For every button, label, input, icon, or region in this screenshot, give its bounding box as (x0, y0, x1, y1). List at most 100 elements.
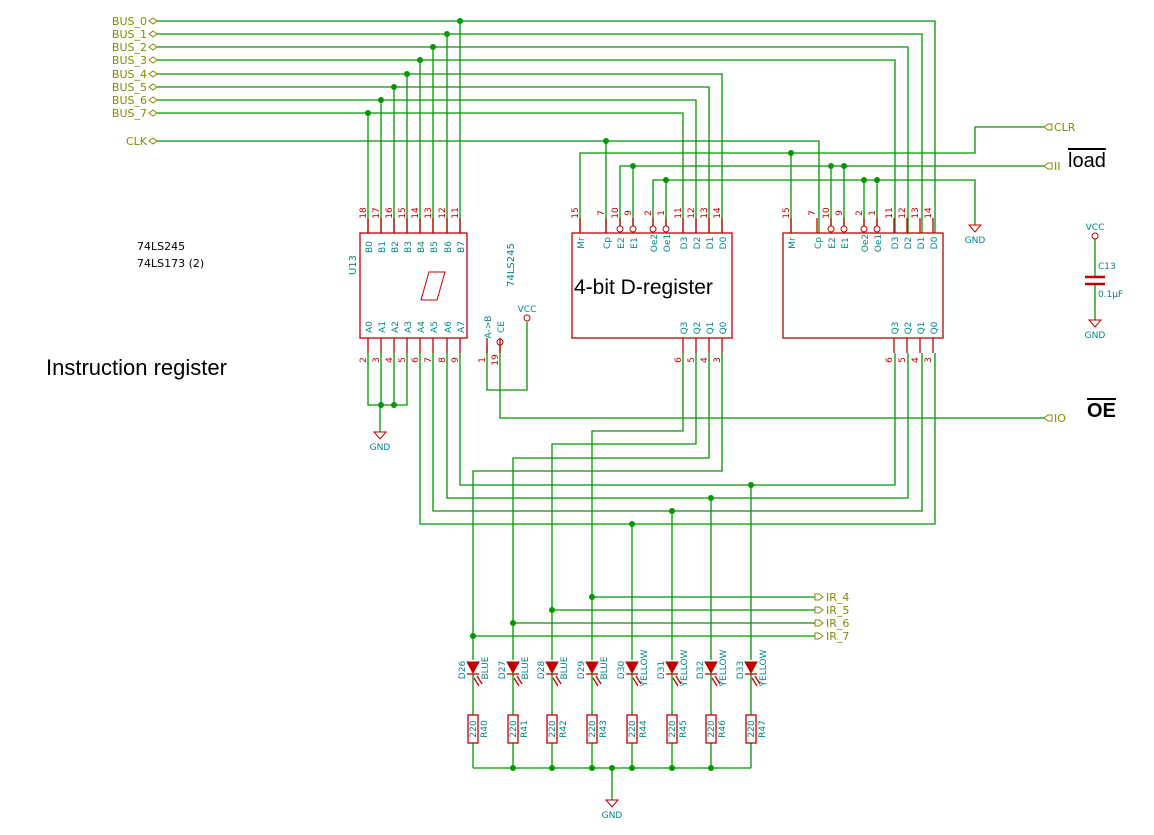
bus-wire (157, 59, 896, 233)
led-arrow (592, 677, 599, 687)
junction-dot (404, 71, 410, 77)
pin-number: 5 (898, 357, 908, 363)
ir-label: IR_6 (826, 617, 849, 630)
pin-name: Q3 (891, 322, 901, 335)
junction-dot (457, 18, 463, 24)
resistor-icon (507, 714, 519, 744)
led-icon (466, 661, 480, 675)
led-ref: D30 (617, 661, 627, 680)
pin-name: Mr (577, 237, 587, 249)
pin-number: 14 (411, 207, 421, 219)
pin-number: 14 (713, 207, 723, 219)
led-icon (585, 661, 599, 675)
pin-name: B3 (404, 241, 414, 253)
resistor-icon (546, 714, 558, 744)
pin-name: Q1 (917, 322, 927, 335)
pin-name: D0 (719, 236, 729, 249)
pin-name: A4 (417, 321, 427, 333)
pin-name: Q1 (706, 322, 716, 335)
bus-port-icon (148, 109, 158, 117)
pin-number: 5 (398, 357, 408, 363)
pin-name: Cp (814, 237, 824, 249)
pin-name: B5 (430, 241, 440, 253)
ii-label: II (1054, 160, 1061, 173)
led-ref: D28 (537, 661, 547, 680)
oe-gnd-wire (652, 179, 976, 233)
pin-number: 11 (451, 207, 461, 218)
clk-port-icon (148, 137, 158, 145)
resistor-icon (626, 714, 638, 744)
resistor-icon (467, 714, 479, 744)
bus-port-icon (148, 96, 158, 104)
pin-number: 7 (424, 357, 434, 363)
led-ref: D26 (458, 661, 468, 680)
pin-number: 1 (478, 357, 488, 363)
resistor-value: 220 (747, 720, 757, 737)
gnd-label: GND (1085, 331, 1106, 341)
bus-port-icon (148, 43, 158, 51)
ir-port-icon (814, 619, 824, 627)
resistor-value: 220 (628, 720, 638, 737)
bus-wire (157, 112, 684, 233)
junction-dot (549, 765, 555, 771)
pin-number: 3 (713, 357, 723, 363)
pin-number: 17 (372, 207, 382, 218)
led-arrow (714, 675, 721, 685)
led-arrow (555, 675, 562, 685)
bus-label: BUS_4 (112, 68, 147, 81)
pin-name: A1 (378, 321, 388, 333)
pin-number: 12 (438, 207, 448, 218)
junction-dot (874, 177, 880, 183)
pin-number: 10 (611, 207, 621, 219)
junction-dot (669, 765, 675, 771)
pin-number: 2 (359, 357, 369, 363)
wires (157, 20, 1096, 800)
led-ref: D27 (498, 661, 508, 679)
pin-number: 11 (674, 207, 684, 218)
pin-number: 2 (644, 210, 654, 216)
pin-name: A0 (365, 321, 375, 333)
gnd-label: GND (602, 811, 623, 821)
a-gnd-wire (367, 353, 408, 406)
pin-name: A6 (444, 321, 454, 333)
pin-number: 11 (885, 207, 895, 218)
led-icon (625, 661, 639, 675)
bus-port-icon (148, 83, 158, 91)
junction-dot (417, 57, 423, 63)
led-arrow (595, 675, 602, 685)
bus-label: BUS_5 (112, 81, 147, 94)
pin-name: Q2 (693, 322, 703, 335)
pin-name: A->B (484, 316, 494, 339)
q-led-wire (551, 353, 697, 660)
led-icon (506, 661, 520, 675)
pin-number: 8 (438, 357, 448, 363)
q-wire (459, 353, 896, 486)
pin-number: 9 (835, 210, 845, 216)
part-list-line-1: 74LS245 (137, 240, 186, 253)
led-icon (665, 661, 679, 675)
junction-dot (629, 521, 635, 527)
inv-bubble-icon (873, 225, 881, 233)
junction-dot (391, 84, 397, 90)
pin-name: Q3 (680, 322, 690, 335)
inv-bubble-icon (662, 225, 670, 233)
bus-label: BUS_0 (112, 15, 147, 28)
q-led-wire (512, 353, 710, 660)
pin-number: 15 (398, 207, 408, 218)
junction-dot (708, 495, 714, 501)
clk-label: CLK (126, 135, 148, 148)
vcc-icon (1091, 232, 1099, 240)
net-labels: BUS_0BUS_1BUS_2BUS_3BUS_4BUS_5BUS_6BUS_7… (112, 15, 1123, 821)
junction-dot (630, 163, 636, 169)
junction-dot (663, 177, 669, 183)
led-icon (704, 661, 718, 675)
q-wire (419, 353, 936, 525)
pin-name: Cp (603, 237, 613, 249)
junction-dot (589, 594, 595, 600)
bus-wire (157, 86, 710, 233)
junction-dot (430, 44, 436, 50)
pin-number: 9 (451, 357, 461, 363)
led-color: YELLOW (680, 649, 690, 687)
junction-dot (788, 150, 794, 156)
led-color: BLUE (481, 656, 491, 679)
